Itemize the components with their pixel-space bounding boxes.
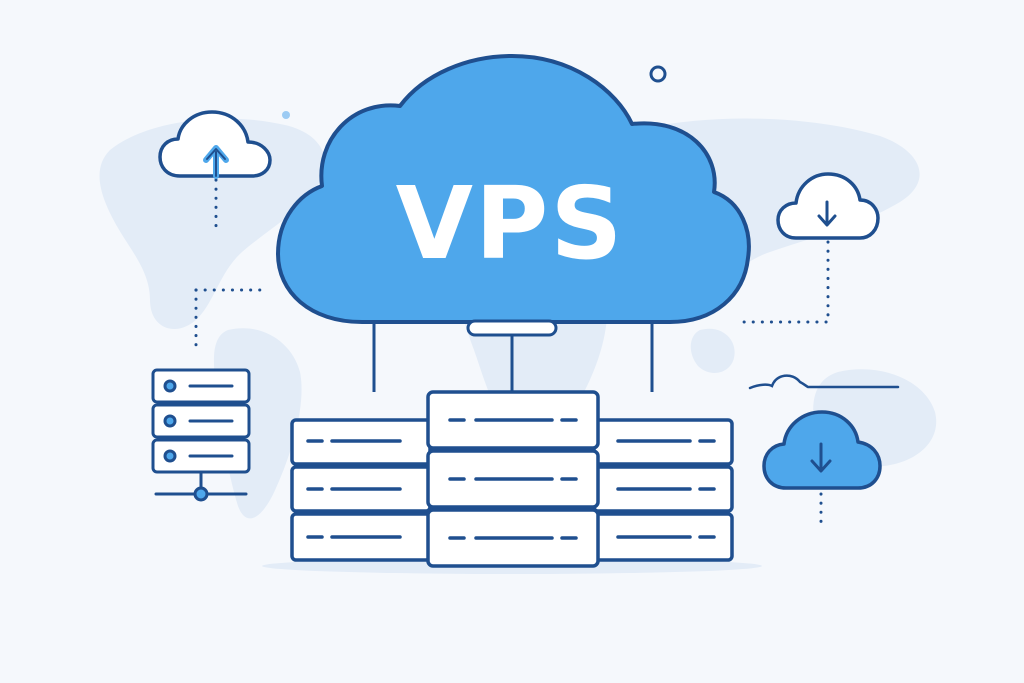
- server-stack-center: [426, 390, 600, 568]
- server-stack-left: [290, 418, 432, 562]
- decor-ring: [649, 65, 667, 83]
- network-node-icon: [151, 368, 251, 502]
- cloud-download-filled-icon: [762, 410, 882, 490]
- dotted-connectors: [194, 178, 830, 526]
- cloud-upload-icon: [158, 110, 272, 179]
- cloud-server-links: [372, 319, 654, 392]
- server-stack-icon: [290, 390, 734, 568]
- decor-dot-light: [282, 111, 290, 119]
- vps-headline: VPS: [396, 165, 625, 282]
- vps-cloud-icon: VPS: [276, 54, 751, 324]
- cloud-download-icon: [776, 172, 880, 240]
- horizon-cloud-line: [748, 374, 900, 390]
- server-stack-right: [592, 418, 734, 562]
